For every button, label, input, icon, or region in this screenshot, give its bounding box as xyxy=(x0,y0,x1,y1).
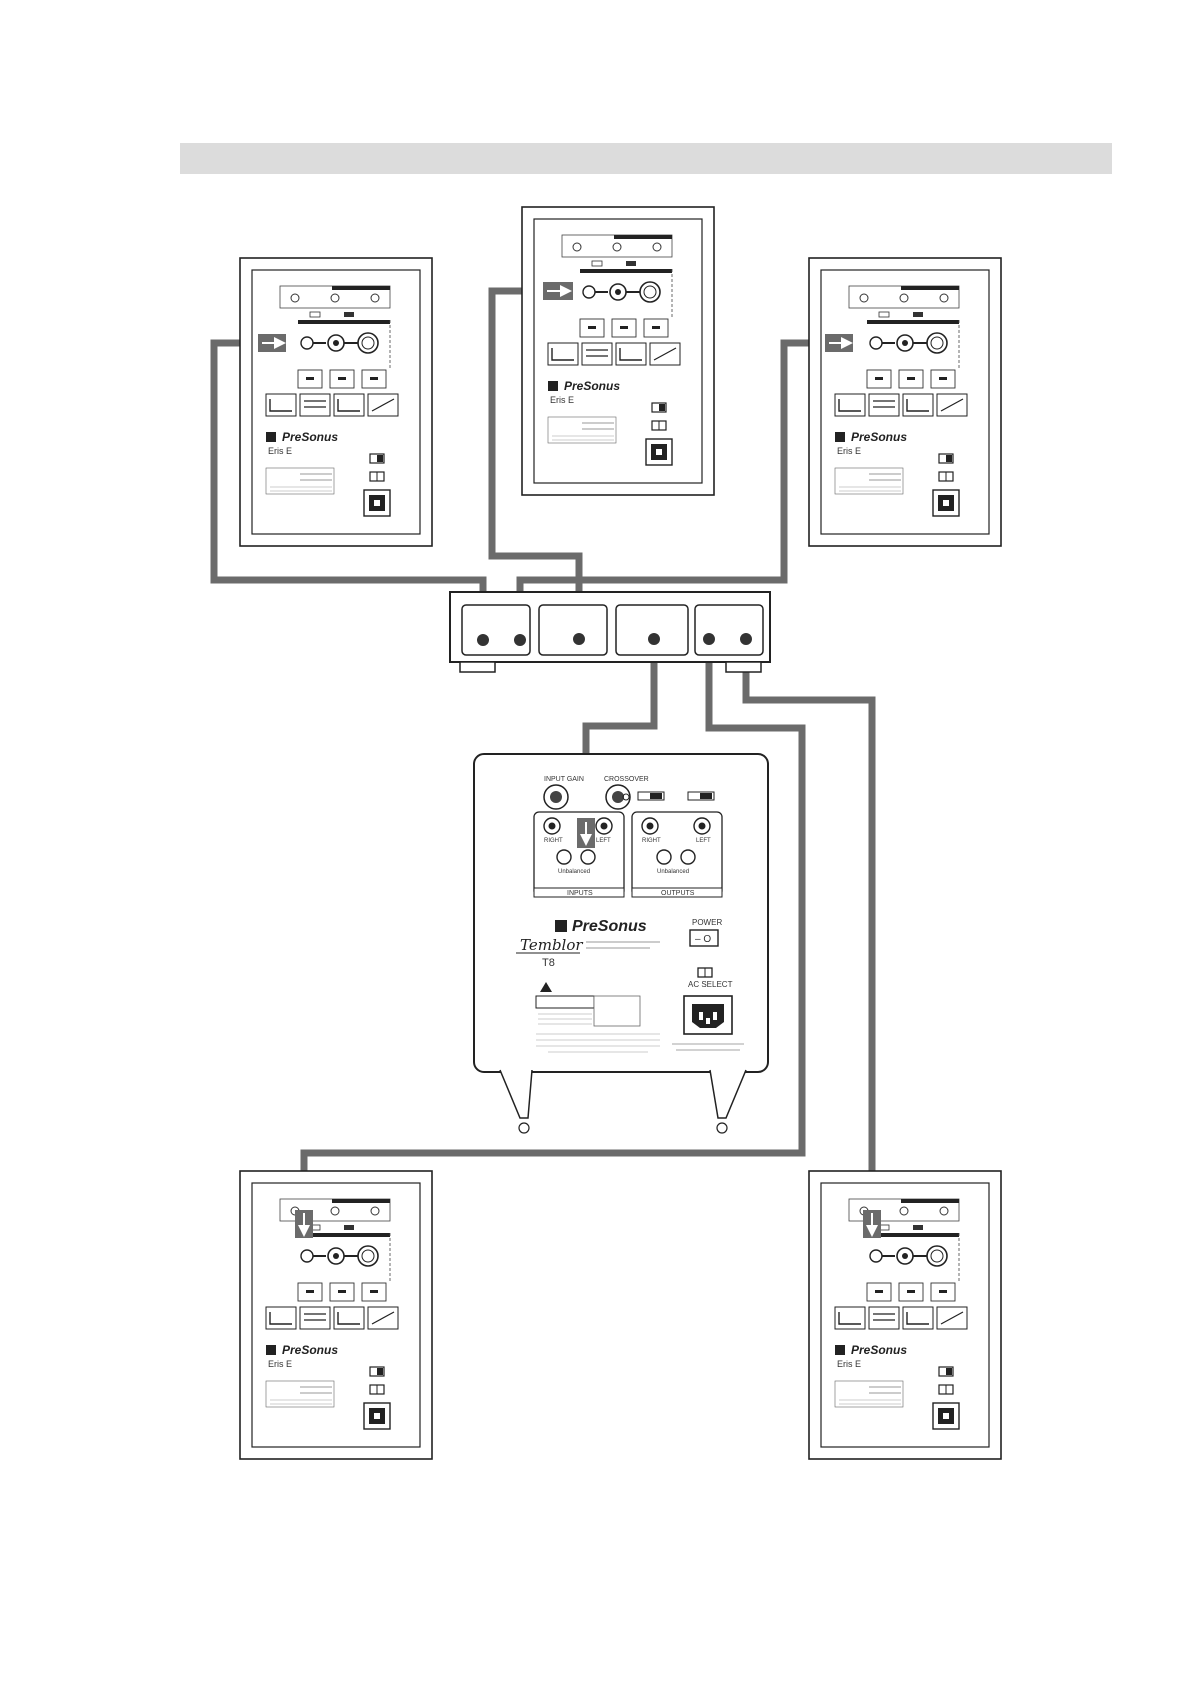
speaker-brand: PreSonus xyxy=(282,430,338,444)
inputs-label: INPUTS xyxy=(567,890,593,897)
output-jack xyxy=(573,633,585,645)
subwoofer-product: Temblor xyxy=(520,936,583,954)
plug-right-rear xyxy=(863,1210,881,1238)
speaker-brand: PreSonus xyxy=(851,430,907,444)
output-jack xyxy=(514,634,526,646)
input-right-label: RIGHT xyxy=(544,838,563,844)
speaker-right-front: PreSonus Eris E xyxy=(809,258,1001,546)
output-jack xyxy=(703,633,715,645)
speaker-model: Eris E xyxy=(268,446,292,456)
ac-select-label: AC SELECT xyxy=(688,980,733,989)
input-unbalanced-label: Unbalanced xyxy=(558,869,590,875)
knob-label-crossover: CROSSOVER xyxy=(604,776,649,783)
speaker-model: Eris E xyxy=(550,395,574,405)
speaker-center: PreSonus Eris E xyxy=(522,207,714,495)
subwoofer-temblor-t8: INPUT GAIN CROSSOVER INPUTS RIGHT LEFT U… xyxy=(474,754,768,1133)
speaker-right-rear: PreSonus Eris E xyxy=(809,1171,1001,1459)
plug-center xyxy=(543,282,573,300)
output-jack xyxy=(648,633,660,645)
plug-left-front xyxy=(258,334,286,352)
power-label: POWER xyxy=(692,918,722,927)
power-switch-text: – O xyxy=(695,934,711,945)
speaker-left-front: PreSonus Eris E xyxy=(240,258,432,546)
output-jack xyxy=(740,633,752,645)
output-unbalanced-label: Unbalanced xyxy=(657,869,689,875)
plug-subwoofer-input xyxy=(577,818,595,848)
speaker-model: Eris E xyxy=(268,1359,292,1369)
plug-left-rear xyxy=(295,1210,313,1238)
output-left-label: LEFT xyxy=(696,838,711,844)
speaker-brand: PreSonus xyxy=(282,1343,338,1357)
speaker-brand: PreSonus xyxy=(851,1343,907,1357)
outputs-label: OUTPUTS xyxy=(661,890,695,897)
input-left-label: LEFT xyxy=(596,838,611,844)
speaker-model: Eris E xyxy=(837,1359,861,1369)
subwoofer-model: T8 xyxy=(542,957,555,969)
knob-label-input-gain: INPUT GAIN xyxy=(544,776,584,783)
speaker-left-rear: PreSonus Eris E xyxy=(240,1171,432,1459)
subwoofer-brand: PreSonus xyxy=(572,918,647,935)
output-right-label: RIGHT xyxy=(642,838,661,844)
plug-right-front xyxy=(825,334,853,352)
output-jack xyxy=(477,634,489,646)
speaker-model: Eris E xyxy=(837,446,861,456)
speaker-brand: PreSonus xyxy=(564,379,620,393)
surround-processor xyxy=(450,592,770,672)
